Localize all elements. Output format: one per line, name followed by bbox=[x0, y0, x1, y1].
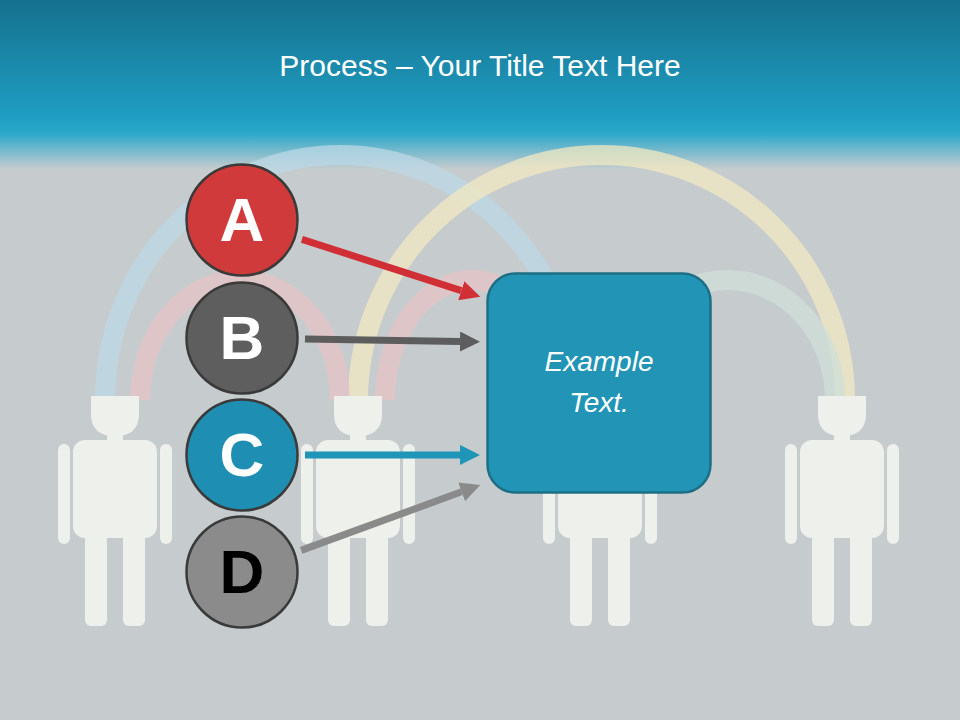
circle-outline bbox=[187, 165, 298, 276]
arcs bbox=[105, 155, 845, 400]
step-letter: C bbox=[220, 424, 265, 486]
box-text: Example Text. bbox=[519, 342, 679, 423]
circle-outline bbox=[187, 517, 298, 628]
process-box: Example Text. bbox=[486, 272, 712, 494]
box-outline bbox=[488, 274, 711, 493]
connector-arrow bbox=[302, 239, 461, 290]
step-circle: C bbox=[185, 398, 299, 512]
person-figure bbox=[58, 396, 172, 626]
step-letter: B bbox=[220, 307, 265, 369]
connector-arrow bbox=[301, 492, 461, 551]
person-figure bbox=[785, 396, 899, 626]
step-circle: D bbox=[185, 515, 299, 629]
connector-arrow bbox=[305, 339, 460, 341]
step-letter: A bbox=[220, 189, 265, 251]
step-letter: D bbox=[220, 541, 265, 603]
circle-outline bbox=[187, 283, 298, 394]
circle-outline bbox=[187, 400, 298, 511]
box-shape bbox=[486, 272, 712, 494]
step-circle: A bbox=[185, 163, 299, 277]
title-text: Process – Your Title Text Here bbox=[0, 48, 960, 84]
connector-arrow bbox=[305, 451, 460, 458]
person-figure bbox=[301, 396, 415, 626]
people bbox=[58, 396, 899, 626]
step-circle: B bbox=[185, 281, 299, 395]
